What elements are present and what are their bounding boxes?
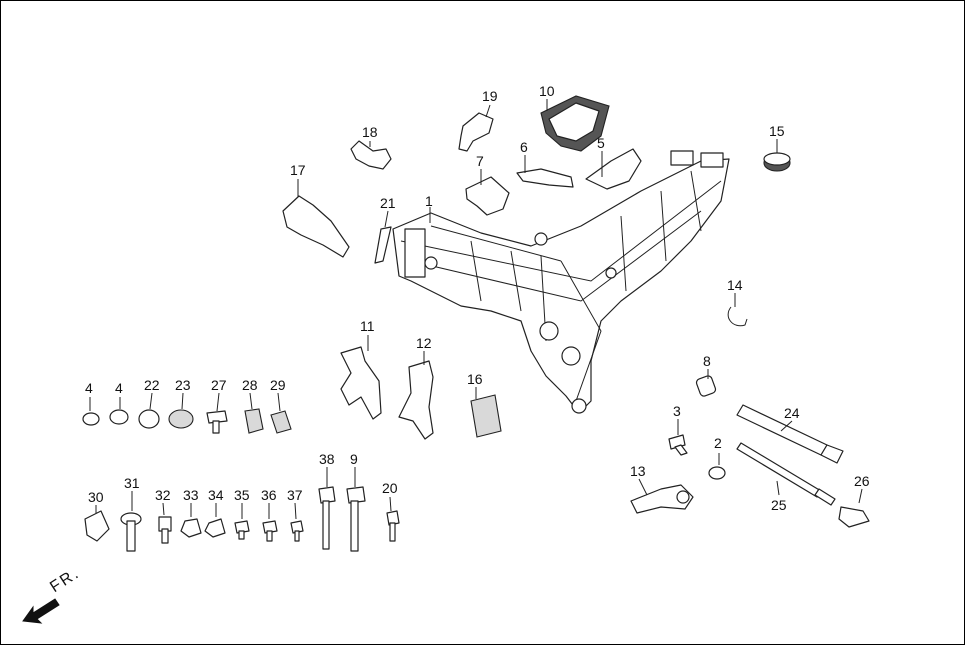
callout-37: 37 bbox=[287, 487, 303, 503]
callout-28: 28 bbox=[242, 377, 258, 393]
leader-lines bbox=[89, 99, 863, 520]
callout-23: 23 bbox=[175, 377, 191, 393]
callout-18: 18 bbox=[362, 124, 378, 140]
callout-13: 13 bbox=[630, 463, 646, 479]
bracket-19 bbox=[458, 112, 494, 152]
bushing-2 bbox=[708, 466, 726, 480]
callout-36: 36 bbox=[261, 487, 277, 503]
callout-26: 26 bbox=[854, 473, 870, 489]
nut-26 bbox=[838, 506, 870, 528]
callout-labels: 1 2 3 4 4 5 6 7 8 9 10 11 12 13 14 15 16… bbox=[85, 83, 870, 513]
bolt-3 bbox=[668, 434, 688, 456]
fasteners-row-1 bbox=[82, 408, 292, 434]
callout-17: 17 bbox=[290, 162, 306, 178]
callout-20: 20 bbox=[382, 480, 398, 496]
callout-6: 6 bbox=[520, 139, 528, 155]
clip-14 bbox=[727, 306, 748, 327]
callout-33: 33 bbox=[183, 487, 199, 503]
callout-21: 21 bbox=[380, 195, 396, 211]
pad-16 bbox=[470, 394, 502, 438]
callout-29: 29 bbox=[270, 377, 286, 393]
callout-30: 30 bbox=[88, 489, 104, 505]
bracket-5 bbox=[585, 148, 642, 190]
callout-2: 2 bbox=[714, 435, 722, 451]
callout-11: 11 bbox=[360, 318, 375, 334]
fasteners-row-2 bbox=[84, 510, 304, 552]
callout-34: 34 bbox=[208, 487, 224, 503]
strip-21 bbox=[374, 226, 392, 264]
grommet-15 bbox=[763, 152, 791, 172]
callout-3: 3 bbox=[673, 403, 681, 419]
callout-10: 10 bbox=[539, 83, 555, 99]
callout-7: 7 bbox=[476, 153, 484, 169]
callout-31: 31 bbox=[124, 475, 140, 491]
callout-8: 8 bbox=[703, 353, 711, 369]
callout-5: 5 bbox=[597, 135, 605, 151]
callout-9: 9 bbox=[350, 451, 358, 467]
callout-32: 32 bbox=[155, 487, 171, 503]
bolts-long bbox=[318, 486, 400, 552]
tray-10 bbox=[540, 95, 610, 152]
callout-27: 27 bbox=[211, 377, 227, 393]
front-arrow-icon bbox=[22, 598, 60, 624]
callout-35: 35 bbox=[234, 487, 250, 503]
collar-8 bbox=[695, 375, 717, 397]
callout-19: 19 bbox=[482, 88, 498, 104]
bracket-17 bbox=[282, 195, 350, 258]
bracket-6 bbox=[516, 168, 574, 188]
callout-1: 1 bbox=[425, 193, 433, 209]
bracket-18 bbox=[350, 140, 392, 170]
callout-22: 22 bbox=[144, 377, 160, 393]
callout-4: 4 bbox=[85, 380, 93, 396]
callout-15: 15 bbox=[769, 123, 785, 139]
shaft-25 bbox=[736, 442, 836, 506]
bracket-7 bbox=[465, 176, 510, 216]
link-13 bbox=[630, 484, 694, 514]
main-frame bbox=[392, 150, 730, 414]
callout-4b: 4 bbox=[115, 380, 123, 396]
callout-25: 25 bbox=[771, 497, 787, 513]
callout-16: 16 bbox=[467, 371, 483, 387]
callout-12: 12 bbox=[416, 335, 432, 351]
callout-24: 24 bbox=[784, 405, 800, 421]
callout-38: 38 bbox=[319, 451, 335, 467]
bracket-11 bbox=[340, 346, 382, 420]
callout-14: 14 bbox=[727, 277, 743, 293]
bracket-12 bbox=[398, 360, 434, 440]
